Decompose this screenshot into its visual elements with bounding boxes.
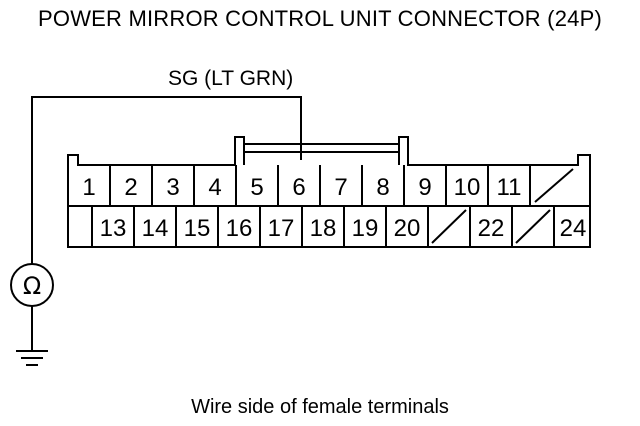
empty-cell-12-slash [534, 168, 574, 203]
ground-icon [16, 350, 48, 366]
terminal-9: 9 [418, 174, 431, 201]
empty-cell-21-slash [431, 209, 467, 244]
terminal-10: 10 [454, 174, 481, 201]
terminal-19: 19 [352, 215, 379, 242]
terminal-24: 24 [560, 215, 587, 242]
terminal-8: 8 [376, 174, 389, 201]
row1-dividers [109, 165, 531, 206]
row1-terminals: 1 2 3 4 5 6 7 8 9 10 11 [82, 174, 521, 201]
ohm-symbol: Ω [23, 272, 41, 300]
caption: Wire side of female terminals [191, 396, 449, 418]
terminal-5: 5 [250, 174, 263, 201]
terminal-11: 11 [497, 174, 522, 201]
row2-dividers [91, 206, 555, 247]
terminal-13: 13 [100, 215, 127, 242]
wire-label: SG (LT GRN) [168, 67, 294, 90]
row2-terminals: 13 14 15 16 17 18 19 20 22 24 [100, 215, 587, 242]
terminal-3: 3 [166, 174, 179, 201]
terminal-18: 18 [310, 215, 337, 242]
probe-wire [31, 96, 302, 264]
terminal-4: 4 [208, 174, 221, 201]
terminal-14: 14 [142, 215, 169, 242]
terminal-1: 1 [82, 174, 95, 201]
terminal-6: 6 [292, 174, 305, 201]
terminal-2: 2 [124, 174, 137, 201]
diagram-title: POWER MIRROR CONTROL UNIT CONNECTOR (24P… [38, 6, 602, 31]
terminal-17: 17 [268, 215, 295, 242]
terminal-16: 16 [226, 215, 253, 242]
terminal-20: 20 [394, 215, 421, 242]
empty-cell-23-slash [515, 209, 551, 244]
terminal-22: 22 [478, 215, 505, 242]
terminal-7: 7 [334, 174, 347, 201]
terminal-15: 15 [184, 215, 211, 242]
